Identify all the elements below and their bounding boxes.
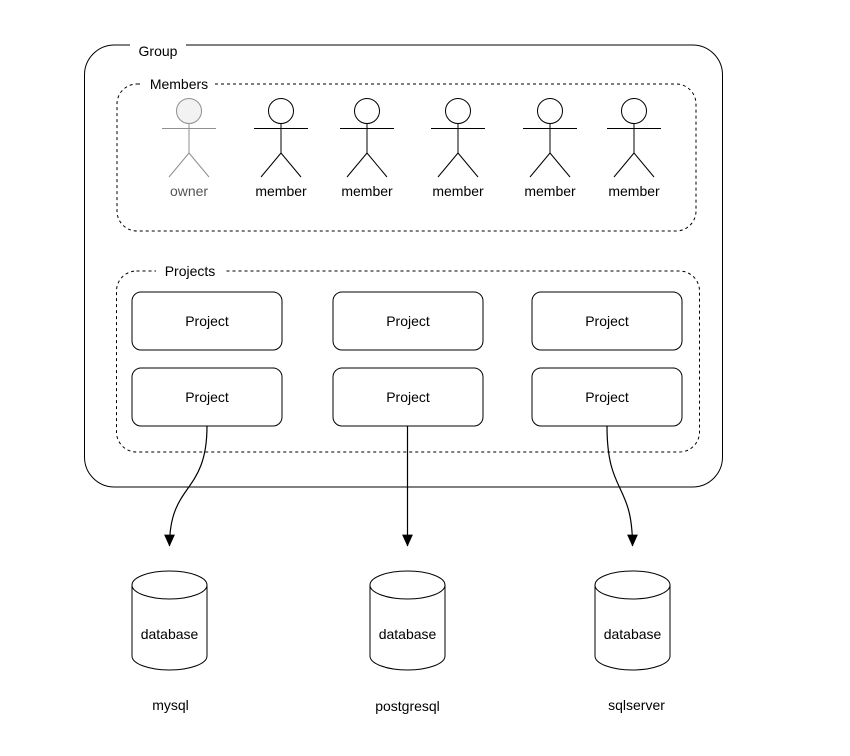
actor-right-leg [633, 152, 655, 178]
database-shape-label: database [141, 626, 199, 642]
database-name-postgresql: postgresql [375, 698, 440, 714]
actor-member-3: member [431, 98, 485, 199]
actor-head [354, 98, 380, 124]
project-box-2: Project [332, 291, 484, 351]
actor-member-1: member [254, 98, 308, 199]
project-rect [131, 291, 283, 351]
projects-container: Projects Project Project Project Project… [116, 263, 700, 453]
actor-left-leg [260, 152, 282, 178]
projects-label: Projects [165, 263, 216, 279]
actor-owner: owner [162, 98, 216, 199]
actor-right-leg [280, 152, 302, 178]
actor-member-2: member [340, 98, 394, 199]
actor-member-4: member [523, 98, 577, 199]
project-rect [531, 291, 683, 351]
actor-member-label: member [608, 183, 660, 199]
actor-left-leg [346, 152, 368, 178]
database-cylinder [131, 570, 208, 671]
arrow-project-to-sqlserver [606, 425, 638, 547]
project-label: Project [386, 389, 430, 405]
database-name-mysql: mysql [152, 697, 189, 713]
actor-right-leg [549, 152, 571, 178]
database-shape-label: database [604, 626, 662, 642]
database-mysql: database mysql [131, 570, 208, 713]
actor-member-5: member [607, 98, 661, 199]
group-label: Group [139, 43, 178, 59]
database-name-sqlserver: sqlserver [608, 697, 665, 713]
members-label: Members [150, 76, 208, 92]
members-container: Members owner member member [116, 76, 697, 232]
actor-head [176, 98, 202, 124]
actor-member-label: member [432, 183, 484, 199]
database-cylinder [594, 570, 671, 671]
project-rect [332, 291, 484, 351]
actor-head [268, 98, 294, 124]
actor-member-label: member [524, 183, 576, 199]
actor-member-label: member [255, 183, 307, 199]
actor-left-leg [437, 152, 459, 178]
database-cylinder-lip [131, 584, 208, 600]
members-label-background [143, 77, 215, 91]
database-cylinder-lip [594, 584, 671, 600]
actor-member-label: member [341, 183, 393, 199]
project-label: Project [585, 389, 629, 405]
project-label: Project [386, 313, 430, 329]
database-cylinder-lip [369, 584, 446, 600]
actor-head [621, 98, 647, 124]
members-box [116, 83, 697, 232]
project-box-1: Project [131, 291, 283, 351]
project-box-4: Project [131, 367, 283, 427]
actor-head [537, 98, 563, 124]
database-shape-label: database [379, 626, 437, 642]
actor-left-leg [613, 152, 635, 178]
project-box-3: Project [531, 291, 683, 351]
actor-left-leg [168, 152, 190, 178]
projects-label-background [156, 264, 224, 278]
project-box-5: Project [332, 367, 484, 427]
actor-right-leg [366, 152, 388, 178]
database-sqlserver: database sqlserver [594, 570, 671, 713]
database-postgresql: database postgresql [369, 570, 446, 714]
actor-left-leg [529, 152, 551, 178]
actor-right-leg [188, 152, 210, 178]
database-cylinder [369, 570, 446, 671]
group-label-background [130, 38, 186, 52]
project-label: Project [185, 389, 229, 405]
actor-owner-label: owner [170, 183, 208, 199]
actor-right-leg [457, 152, 479, 178]
arrow-project-to-mysql [164, 425, 208, 547]
actor-head [445, 98, 471, 124]
project-label: Project [585, 313, 629, 329]
project-box-6: Project [531, 367, 683, 427]
project-label: Project [185, 313, 229, 329]
